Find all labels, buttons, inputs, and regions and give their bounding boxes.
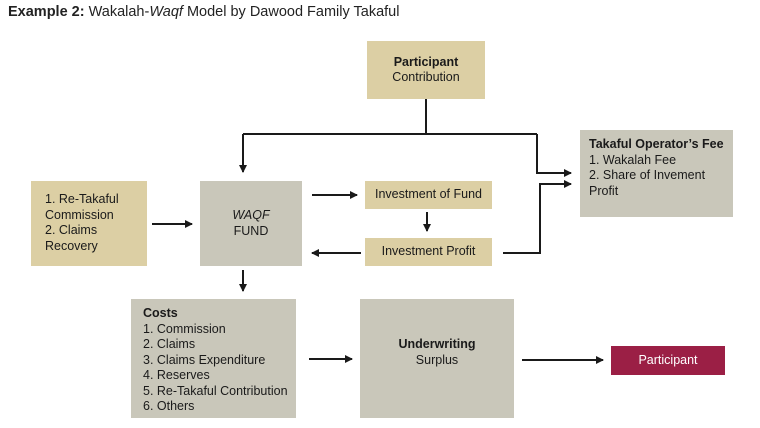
costs-item: 6. Others: [143, 399, 195, 413]
title-part2: Model by Dawood Family Takaful: [182, 4, 400, 20]
costs-box: Costs 1. Commission 2. Claims 3. Claims …: [131, 299, 296, 418]
retakaful-line: 1. Re-Takaful: [45, 192, 119, 206]
takaful-fee-item: 2. Share of Invement: [589, 168, 706, 182]
takaful-fee-item: Profit: [589, 183, 619, 198]
arrow-to-takaful-fee: [536, 134, 572, 177]
retakaful-box: 1. Re-Takaful Commission 2. Claims Recov…: [31, 181, 147, 266]
takaful-operator-fee-box: Takaful Operator’s Fee 1. Wakalah Fee 2.…: [580, 130, 733, 217]
costs-heading: Costs: [143, 306, 178, 320]
retakaful-line: 2. Claims: [45, 223, 98, 237]
costs-item: 3. Claims Expenditure: [143, 352, 266, 367]
waqf-fund-line2: FUND: [233, 223, 269, 238]
retakaful-line: Recovery: [45, 238, 98, 253]
costs-item: 2. Claims: [143, 337, 196, 351]
title-part1: Wakalah-: [88, 4, 150, 20]
investment-profit-box: Investment Profit: [365, 238, 492, 266]
takaful-fee-heading: Takaful Operator’s Fee: [589, 137, 724, 151]
participant-box: Participant: [611, 346, 725, 375]
underwriting-line1: Underwriting: [398, 337, 476, 351]
investment-profit-label: Investment Profit: [381, 244, 476, 259]
investment-of-fund-label: Investment of Fund: [374, 187, 482, 202]
arrow-profit-to-takaful-fee: [503, 180, 572, 254]
waqf-fund-box: WAQF FUND: [200, 181, 302, 266]
participant-label: Participant: [638, 352, 698, 367]
costs-item: 1. Commission: [143, 321, 226, 336]
costs-item: 4. Reserves: [143, 368, 210, 382]
title-prefix: Example 2:: [8, 4, 85, 20]
takaful-fee-item: 1. Wakalah Fee: [589, 152, 677, 167]
investment-of-fund-box: Investment of Fund: [365, 181, 492, 209]
retakaful-line: Commission: [45, 207, 114, 222]
participant-contribution-box: Participant Contribution: [367, 41, 485, 99]
participant-contribution-line2: Contribution: [392, 70, 460, 84]
underwriting-line2: Surplus: [415, 352, 459, 367]
underwriting-surplus-box: Underwriting Surplus: [360, 299, 514, 418]
title-italic: Waqf: [149, 4, 183, 20]
diagram-title: Example 2: Wakalah-Waqf Model by Dawood …: [8, 4, 399, 20]
participant-contribution-line1: Participant: [393, 54, 459, 69]
costs-item: 5. Re-Takaful Contribution: [143, 383, 288, 398]
waqf-fund-line1: WAQF: [232, 208, 270, 222]
